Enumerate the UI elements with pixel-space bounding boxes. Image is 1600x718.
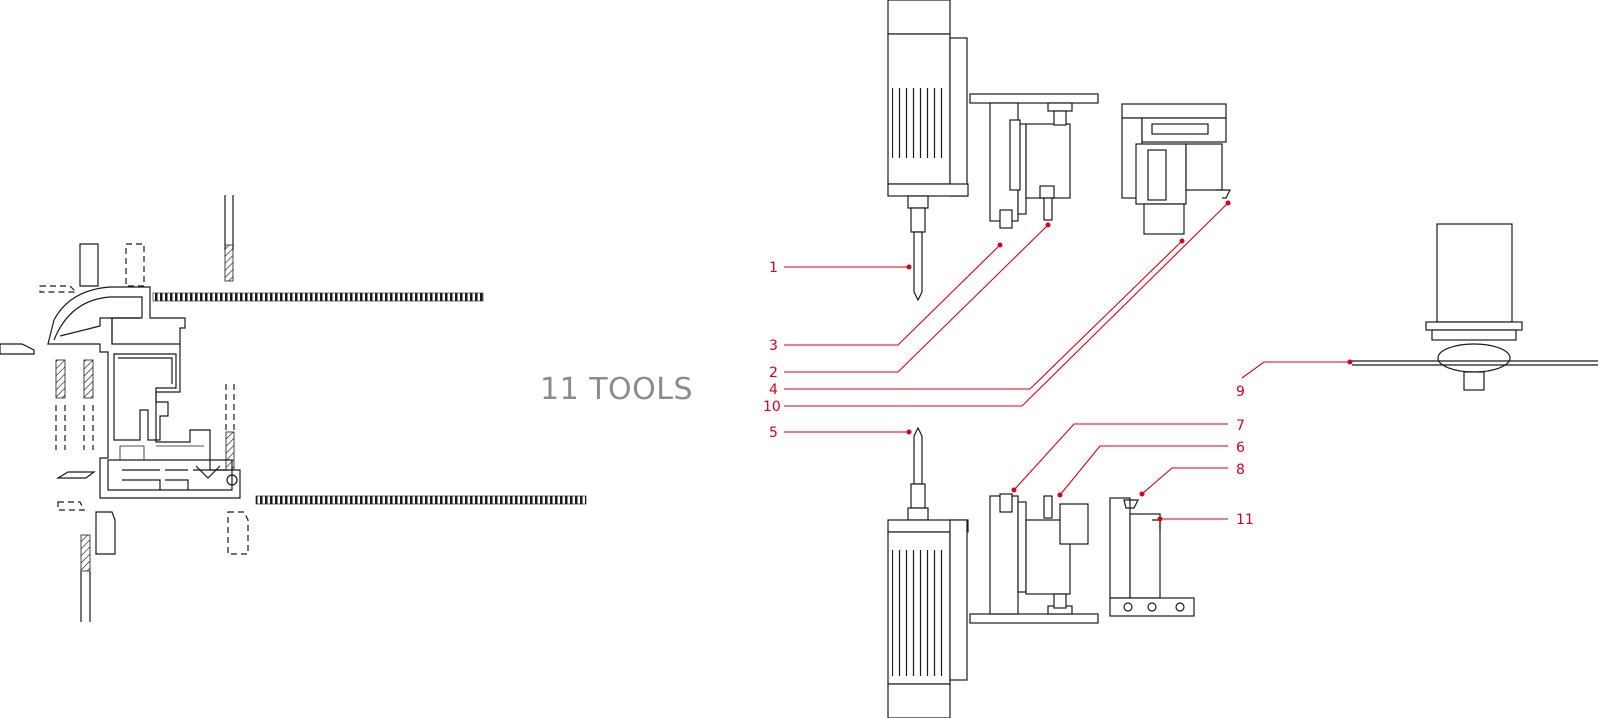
callout-11: 11 [1157,512,1254,528]
callout-9: 9 [1236,359,1353,400]
callout-4: 4 [769,238,1185,398]
callout-3: 3 [769,242,1003,354]
callout-2: 2 [769,222,1051,381]
diagram-title: 11 TOOLS [540,372,693,407]
saw-motor-unit [1352,223,1598,391]
profile-cross-section [47,286,241,499]
lower-mill-head [1109,497,1195,617]
callout-label-4: 4 [769,382,778,398]
callout-label-9: 9 [1236,384,1245,400]
callout-label-5: 5 [769,425,778,441]
profile-drill-bits [55,195,235,622]
upper-drill-motor [887,0,969,302]
upper-saw-blade [152,292,484,302]
callout-label-2: 2 [769,365,778,381]
upper-mill-head [1121,103,1231,235]
callout-5: 5 [769,425,912,441]
callout-10: 10 [763,200,1231,415]
callout-1: 1 [769,260,912,276]
callout-label-6: 6 [1236,440,1245,456]
profile-saw-blades [152,292,587,505]
lower-saw-blade [255,495,587,505]
callout-label-8: 8 [1236,462,1245,478]
profile-cutter-outlines [0,243,249,555]
callout-label-1: 1 [769,260,778,276]
callout-7: 7 [1011,418,1245,493]
callout-6: 6 [1057,440,1245,498]
lower-router-unit [969,493,1099,624]
callout-label-3: 3 [769,338,778,354]
lower-drill-motor [887,426,969,718]
callout-label-7: 7 [1236,418,1245,434]
callout-8: 8 [1139,462,1245,497]
callout-label-10: 10 [763,399,781,415]
callout-label-11: 11 [1236,512,1254,528]
upper-router-unit [969,93,1099,229]
